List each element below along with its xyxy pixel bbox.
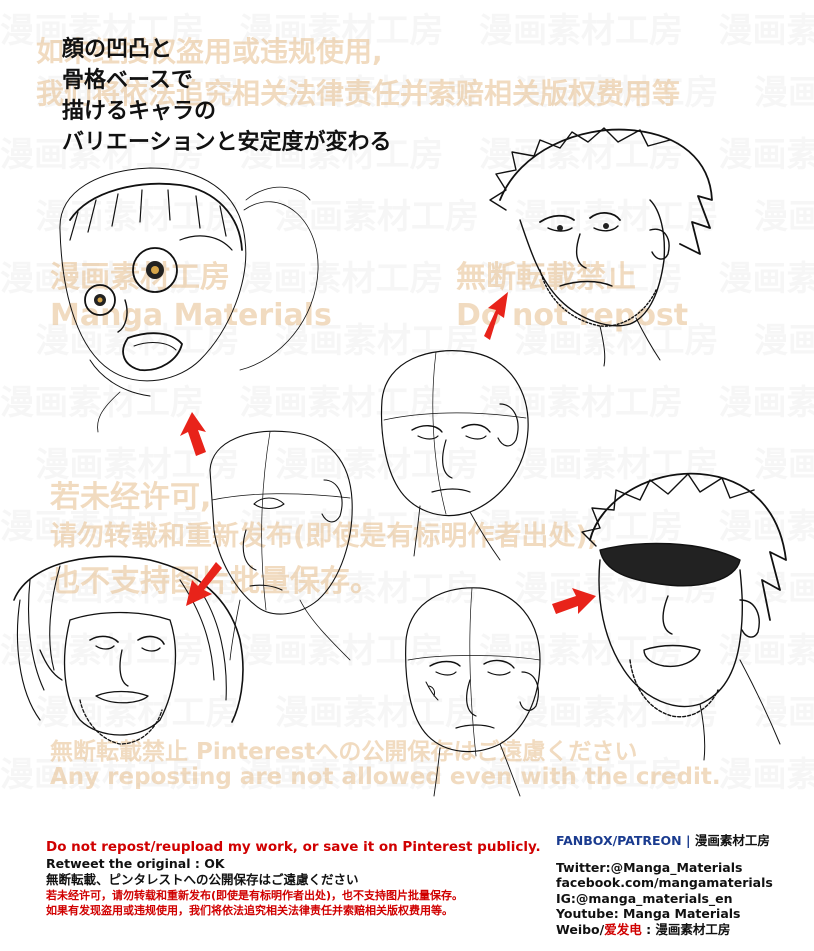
cartoon-shocked-face xyxy=(59,167,319,433)
arrow-up-icon xyxy=(180,412,206,456)
page-title: 顔の凹凸と 骨格ベースで 描けるキャラの バリエーションと安定度が変わる xyxy=(62,34,392,158)
weibo-suffix: : 漫画素材工房 xyxy=(641,921,731,937)
visor-wearing-old-man xyxy=(581,472,787,761)
title-line-2: 骨格ベースで xyxy=(62,67,193,93)
facebook-link[interactable]: facebook.com/mangamaterials xyxy=(556,875,773,891)
weibo-link[interactable]: Weibo/爱发电 : 漫画素材工房 xyxy=(556,922,773,937)
title-line-1: 顔の凹凸と xyxy=(62,36,173,62)
title-line-3: 描けるキャラの xyxy=(62,98,217,124)
instagram-link[interactable]: IG:@manga_materials_en xyxy=(556,890,733,906)
footer-links: FANBOX/PATREON | 漫画素材工房 Twitter:@Manga_M… xyxy=(556,832,773,937)
arrows xyxy=(180,292,596,614)
rough-construction-head xyxy=(209,430,353,661)
twitter-link[interactable]: Twitter:@Manga_Materials xyxy=(556,860,743,875)
notice-cn-1: 若未经许可，请勿转载和重新发布(即使是有标明作者出处)，也不支持图片批量保存。 xyxy=(46,889,464,902)
footer-notice: Do not repost/reupload my work, or save … xyxy=(46,838,541,918)
title-line-4: バリエーションと安定度が変わる xyxy=(62,129,392,155)
spiky-haired-bearded-man xyxy=(489,127,713,367)
arrow-up-right-icon xyxy=(484,292,508,340)
footer: Do not repost/reupload my work, or save … xyxy=(0,818,814,951)
long-haired-bearded-man xyxy=(13,555,244,745)
notice-jp: 無断転載、ピンタレストへの公開保存はご遠慮ください xyxy=(46,872,359,887)
notice-cn-2: 如果有发现盗用或违规使用，我们将依法追究相关法律责任并索赔相关版权费用等。 xyxy=(46,904,453,917)
weibo-prefix: Weibo/ xyxy=(556,921,605,937)
bald-construction-head-front xyxy=(405,587,541,797)
weibo-red-label: 爱发电 xyxy=(604,921,642,937)
fanbox-line[interactable]: FANBOX/PATREON | 漫画素材工房 xyxy=(556,832,773,850)
fanbox-studio[interactable]: 漫画素材工房 xyxy=(694,833,770,848)
bald-construction-head-tilted xyxy=(380,350,529,561)
fanbox-label[interactable]: FANBOX/PATREON | xyxy=(556,833,695,848)
arrow-down-left-icon xyxy=(186,562,222,606)
notice-retweet: Retweet the original : OK xyxy=(46,856,225,871)
youtube-link[interactable]: Youtube: Manga Materials xyxy=(556,906,741,922)
notice-en: Do not repost/reupload my work, or save … xyxy=(46,839,541,855)
arrow-right-icon xyxy=(552,588,596,614)
illustration xyxy=(13,127,787,797)
